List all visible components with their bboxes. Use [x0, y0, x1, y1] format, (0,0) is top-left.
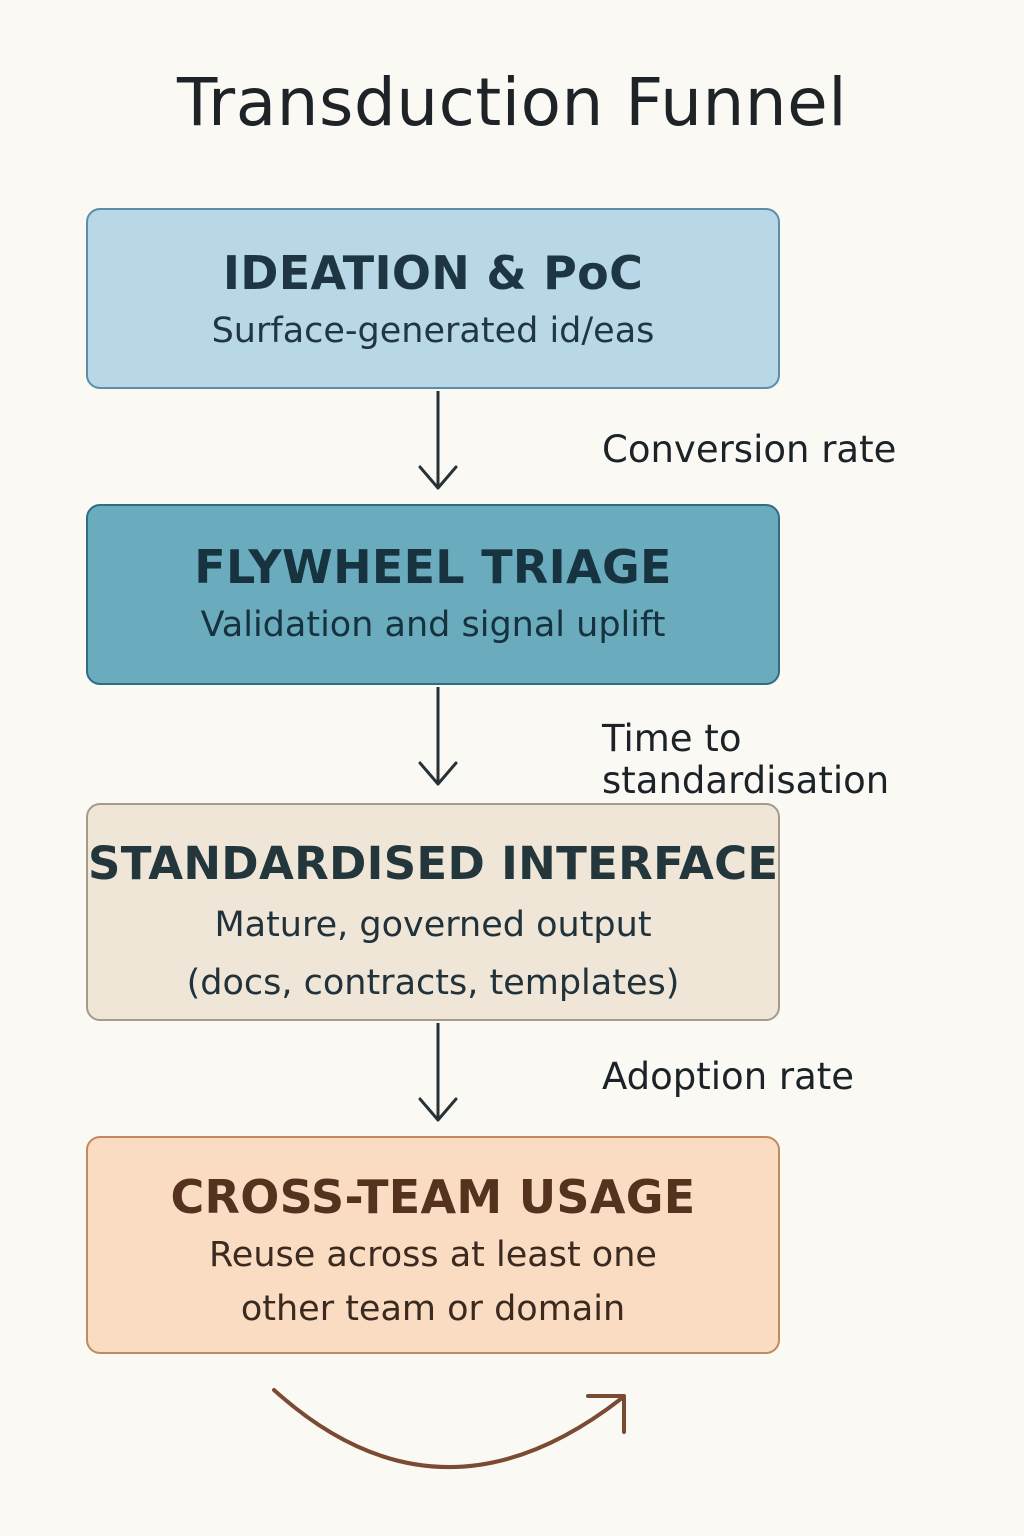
- transition-label-line: standardisation: [602, 759, 890, 802]
- arrow-down-icon: [418, 687, 458, 786]
- stage-heading: STANDARDISED INTERFACE: [88, 837, 779, 890]
- arrow-down-icon: [418, 391, 458, 490]
- transition-label-time-to-standardisation: Time to standardisation: [602, 718, 889, 802]
- stage-description-line: other team or domain: [240, 1289, 626, 1329]
- transition-label-conversion-rate: Conversion rate: [602, 429, 896, 471]
- stage-description-line: Surface-generated id/eas: [211, 311, 655, 351]
- stage-flywheel-triage: FLYWHEEL TRIAGE Validation and signal up…: [86, 504, 780, 685]
- stage-heading: FLYWHEEL TRIAGE: [194, 540, 672, 594]
- curved-arrow-icon: [272, 1388, 626, 1470]
- diagram-title: Transduction Funnel: [176, 64, 848, 141]
- transition-label-line: Time to: [602, 717, 742, 760]
- stage-heading: IDEATION & PoC: [222, 246, 644, 300]
- stage-cross-team-usage: CROSS-TEAM USAGE Reuse across at least o…: [86, 1136, 780, 1354]
- stage-description-line: (docs, contracts, templates): [186, 963, 680, 1003]
- transition-label-line: Adoption rate: [602, 1055, 855, 1098]
- arrow-down-icon: [418, 1023, 458, 1122]
- stage-description-line: Validation and signal uplift: [200, 605, 666, 645]
- stage-description-line: Reuse across at least one: [209, 1235, 657, 1275]
- stage-standardised-interface: STANDARDISED INTERFACE Mature, governed …: [86, 803, 780, 1021]
- stage-heading: CROSS-TEAM USAGE: [170, 1170, 696, 1224]
- transition-label-adoption-rate: Adoption rate: [602, 1056, 854, 1098]
- transition-label-line: Conversion rate: [602, 428, 897, 471]
- stage-description-line: Mature, governed output: [214, 905, 652, 945]
- stage-ideation-poc: IDEATION & PoC Surface-generated id/eas: [86, 208, 780, 389]
